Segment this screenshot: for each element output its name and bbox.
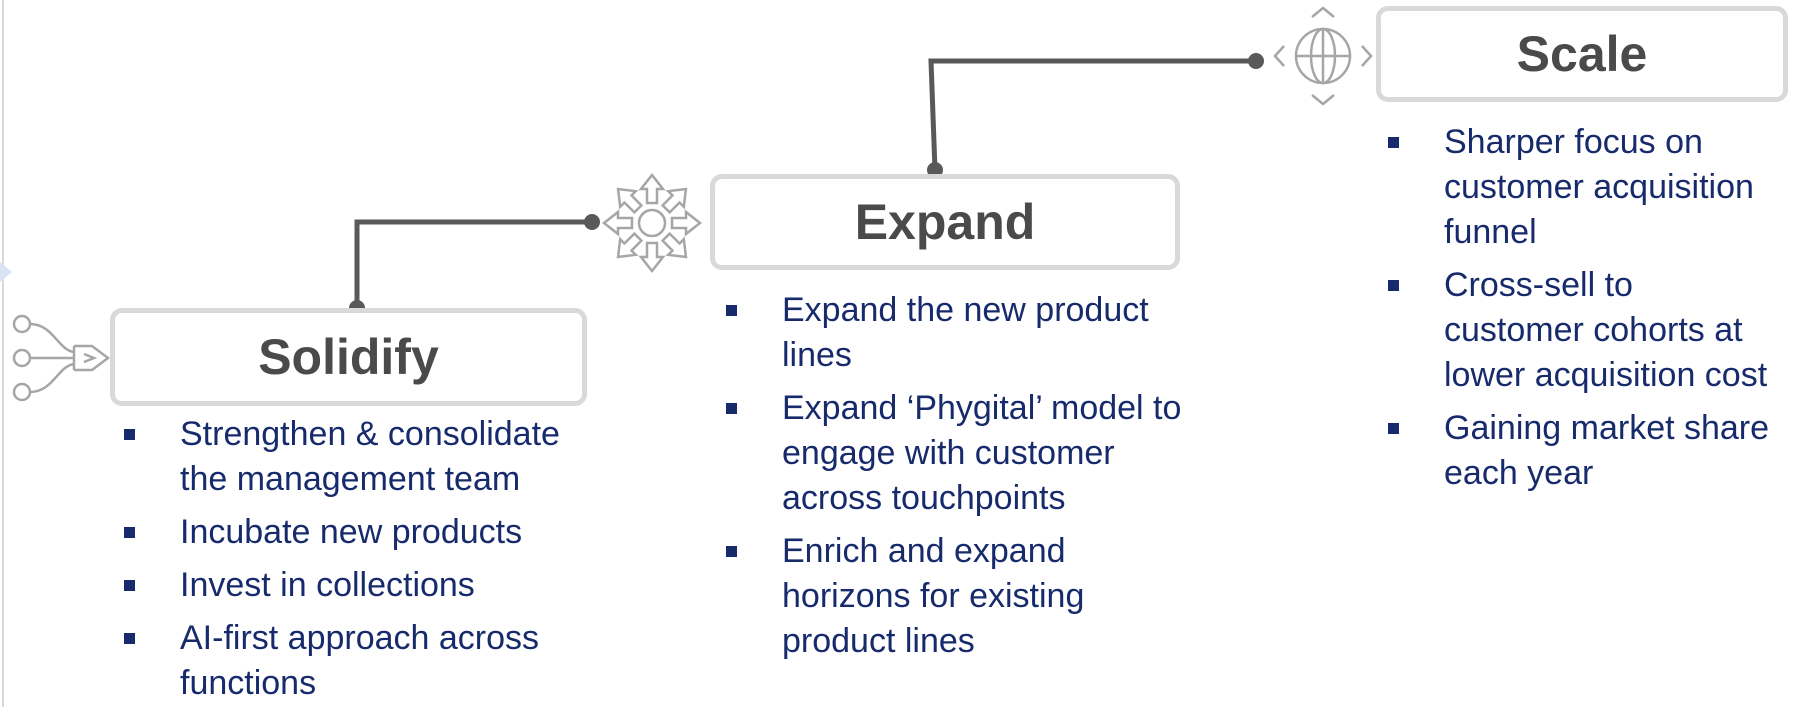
merge-arrows-icon xyxy=(12,314,111,402)
list-item: Sharper focus on customer acquisition fu… xyxy=(1382,120,1782,255)
bullet-marker xyxy=(1388,137,1399,148)
bullet-list-solidify: Strengthen & consolidate the management … xyxy=(118,412,598,714)
stage-title-expand: Expand xyxy=(854,194,1036,250)
stage-box-scale: Scale xyxy=(1376,6,1788,102)
left-border-line xyxy=(2,0,4,707)
list-item: Strengthen & consolidate the management … xyxy=(118,412,598,502)
list-item: AI-first approach across functions xyxy=(118,616,598,706)
bullet-list-expand: Expand the new product lines Expand ‘Phy… xyxy=(720,288,1190,672)
stage-title-scale: Scale xyxy=(1516,26,1648,82)
list-item-text: Sharper focus on customer acquisition fu… xyxy=(1444,123,1754,251)
connector-solidify-expand xyxy=(354,219,592,308)
bullet-marker xyxy=(726,305,737,316)
bullet-marker xyxy=(1388,423,1399,434)
left-slide-marker xyxy=(0,262,12,282)
connector-expand-scale xyxy=(928,58,1256,171)
bullet-marker xyxy=(726,546,737,557)
list-item: Invest in collections xyxy=(118,563,598,608)
list-item: Incubate new products xyxy=(118,510,598,555)
connector-dot xyxy=(584,214,600,230)
list-item-text: Enrich and expand horizons for existing … xyxy=(782,532,1085,660)
list-item-text: Gaining market share each year xyxy=(1444,409,1770,492)
list-item-text: Expand the new product lines xyxy=(782,291,1149,374)
list-item: Expand the new product lines xyxy=(720,288,1190,378)
bullet-marker xyxy=(124,580,135,591)
bullet-marker xyxy=(124,527,135,538)
list-item: Gaining market share each year xyxy=(1382,406,1782,496)
list-item-text: Invest in collections xyxy=(180,566,475,604)
list-item-text: Incubate new products xyxy=(180,513,523,551)
globe-icon xyxy=(1273,6,1373,106)
list-item: Cross-sell to customer cohorts at lower … xyxy=(1382,263,1782,398)
bullet-marker xyxy=(124,633,135,644)
list-item-text: Strengthen & consolidate the management … xyxy=(180,415,560,498)
bullet-marker xyxy=(124,429,135,440)
connector-dot xyxy=(1248,53,1264,69)
bullet-marker xyxy=(1388,280,1399,291)
list-item: Expand ‘Phygital’ model to engage with c… xyxy=(720,386,1190,521)
list-item-text: AI-first approach across functions xyxy=(180,619,540,702)
bullet-marker xyxy=(726,403,737,414)
bullet-list-scale: Sharper focus on customer acquisition fu… xyxy=(1382,120,1782,504)
list-item-text: Cross-sell to customer cohorts at lower … xyxy=(1444,266,1768,394)
list-item: Enrich and expand horizons for existing … xyxy=(720,529,1190,664)
stage-box-solidify: Solidify xyxy=(110,308,587,406)
list-item-text: Expand ‘Phygital’ model to engage with c… xyxy=(782,389,1182,517)
stage-title-solidify: Solidify xyxy=(258,329,439,385)
expand-arrows-icon xyxy=(602,172,702,274)
stage-box-expand: Expand xyxy=(710,174,1180,270)
